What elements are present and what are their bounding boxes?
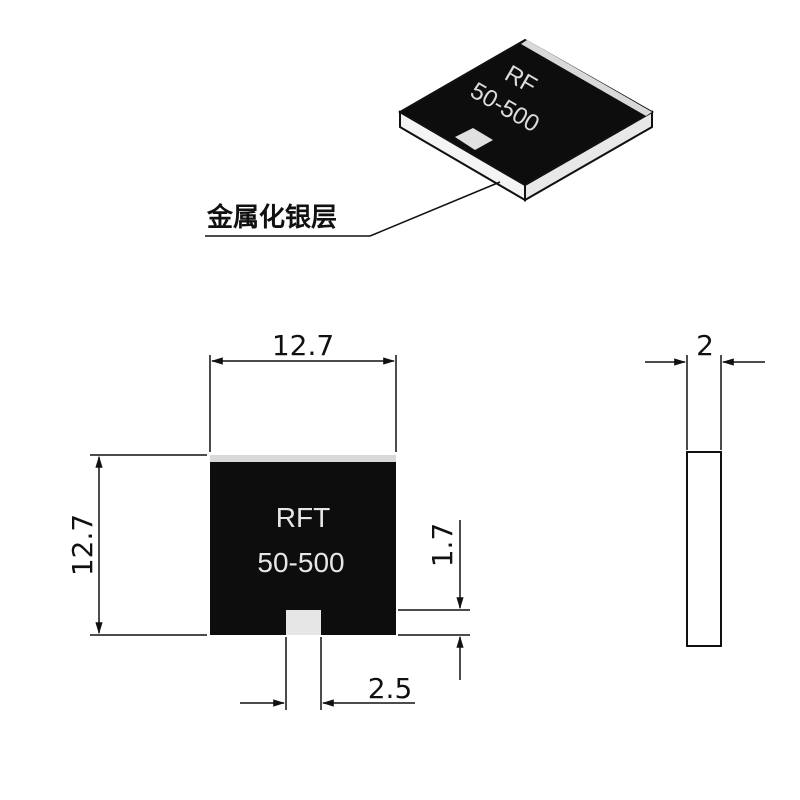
callout-leader-diagonal xyxy=(369,181,501,237)
dimension-pad-width: 2.5 xyxy=(240,637,415,710)
chip-silver-stripe xyxy=(210,455,396,462)
chip-silver-pad xyxy=(286,610,321,635)
front-view: RFT 50-500 xyxy=(210,455,396,635)
dimension-thickness: 2 xyxy=(645,329,765,450)
dimension-pad-height-label: 1.7 xyxy=(426,523,459,568)
dimension-width-label: 12.7 xyxy=(272,329,334,362)
iso-silver-pad xyxy=(455,128,493,150)
dimension-pad-width-label: 2.5 xyxy=(368,672,413,705)
dimension-height: 12.7 xyxy=(66,454,207,636)
chip-body xyxy=(210,455,396,635)
side-body xyxy=(686,451,722,647)
dimension-width: 12.7 xyxy=(209,329,397,452)
chip-marking-line1: RFT xyxy=(276,502,330,533)
chip-marking-line2: 50-500 xyxy=(257,547,344,578)
side-view xyxy=(686,451,722,647)
callout: 金属化银层 xyxy=(205,181,501,237)
iso-silver-stripe xyxy=(521,40,652,116)
callout-label: 金属化银层 xyxy=(206,202,337,233)
isometric-view: RF 50-500 xyxy=(398,38,655,202)
dimension-thickness-label: 2 xyxy=(696,329,714,362)
dimension-pad-height: 1.7 xyxy=(398,520,470,680)
dimension-height-label: 12.7 xyxy=(66,514,99,576)
